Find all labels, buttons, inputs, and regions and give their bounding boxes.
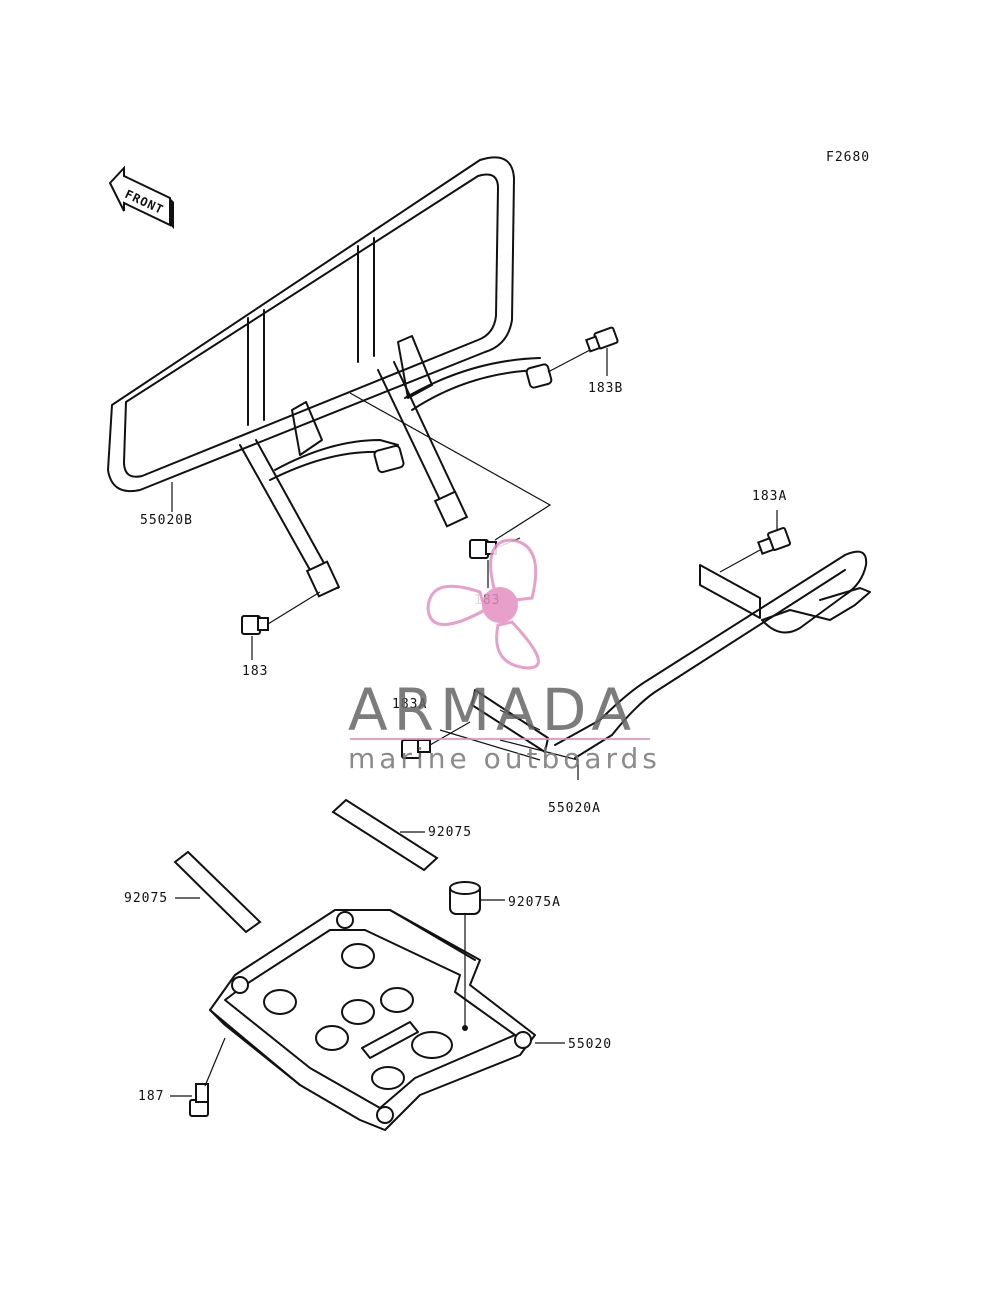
label-183-left: 183 xyxy=(242,664,268,679)
watermark-tagline: marine outboards xyxy=(348,742,661,775)
propeller-logo-icon xyxy=(426,538,540,670)
label-55020A: 55020A xyxy=(548,801,601,816)
bolt-183-left xyxy=(241,591,321,660)
label-92075A: 92075A xyxy=(508,895,561,910)
bolt-183B xyxy=(547,326,619,376)
pad-92075-top xyxy=(331,798,439,872)
pad-92075-left xyxy=(173,850,262,934)
label-92075-top: 92075 xyxy=(428,825,472,840)
bolt-183A-mid xyxy=(401,721,471,759)
label-183B: 183B xyxy=(588,381,623,396)
label-187: 187 xyxy=(138,1089,164,1104)
bolt-183A-top xyxy=(719,510,791,573)
diagram-code: F2680 xyxy=(826,150,870,165)
label-183A-top: 183A xyxy=(752,489,787,504)
rack-55020B xyxy=(107,156,553,598)
bolt-187 xyxy=(170,1037,226,1117)
label-55020: 55020 xyxy=(568,1037,612,1052)
watermark-brand: ARMADA xyxy=(348,676,637,744)
watermark: ARMADA marine outboards xyxy=(348,538,661,775)
cushion-92075A xyxy=(449,881,505,1025)
label-55020B: 55020B xyxy=(140,513,193,528)
label-92075-left: 92075 xyxy=(124,891,168,906)
skid-plate-55020 xyxy=(209,909,565,1131)
label-183A-mid: 183A xyxy=(392,697,427,712)
bumper-55020A xyxy=(439,550,871,780)
front-arrow-icon: FRONT xyxy=(108,165,174,229)
